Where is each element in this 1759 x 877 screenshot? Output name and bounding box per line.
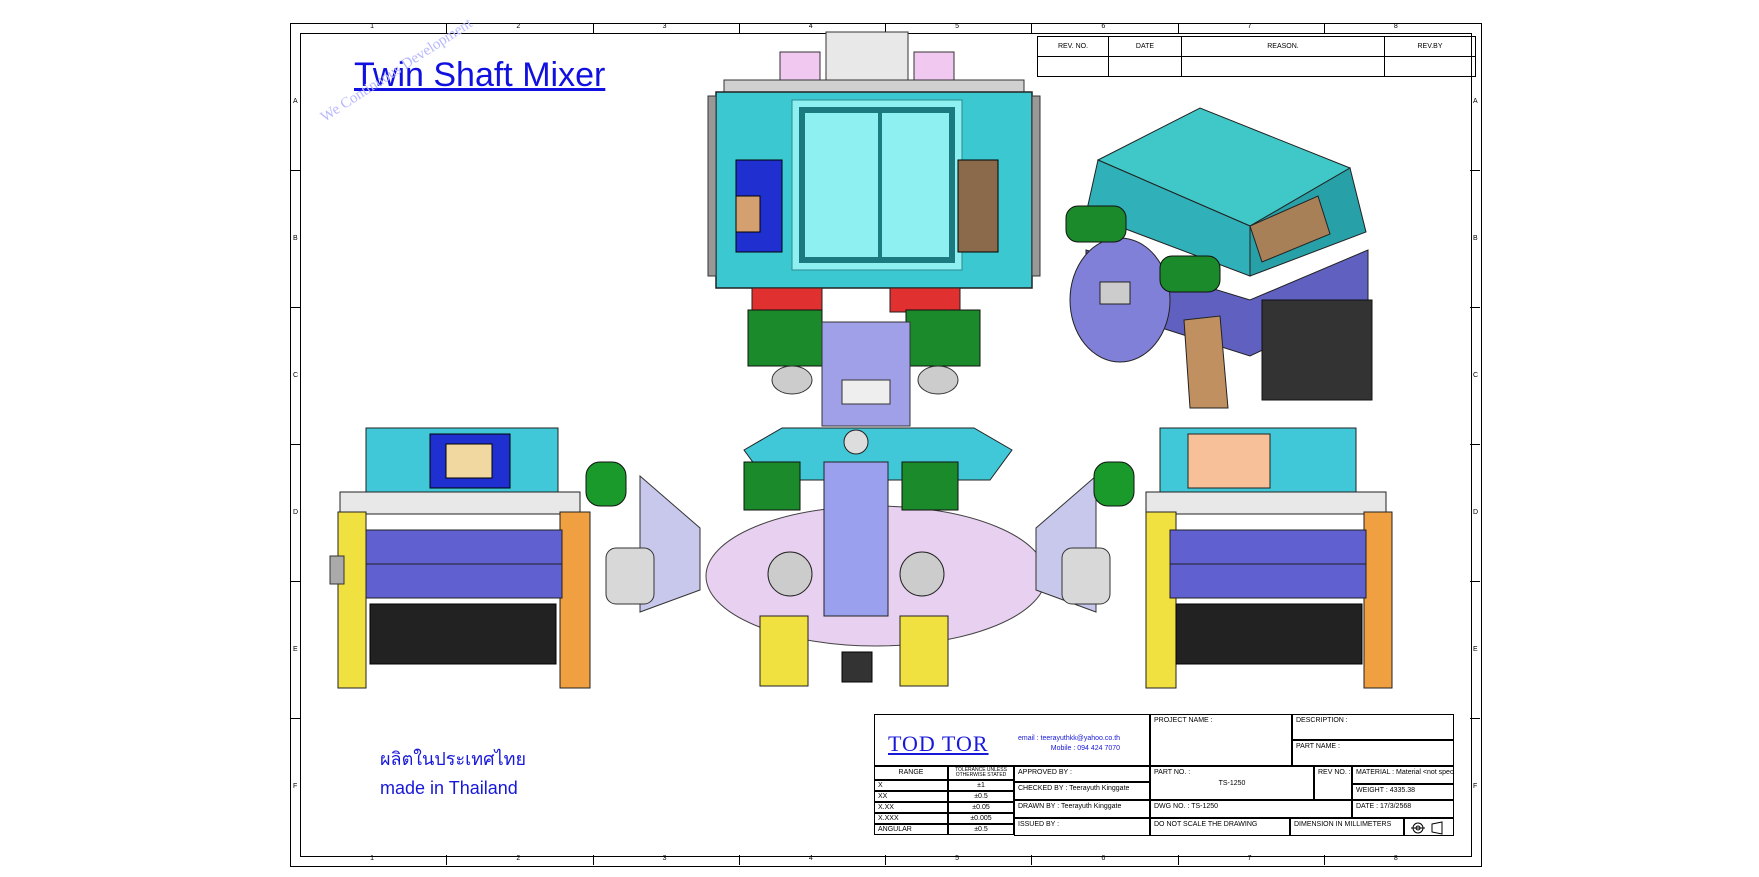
zone-column-label: 2	[516, 855, 521, 862]
tolerance-range: ANGULAR	[874, 824, 948, 835]
drawing-title: Twin Shaft Mixer	[354, 56, 606, 94]
dwg-no: DWG NO. : TS-1250	[1150, 800, 1352, 818]
zone-tick	[446, 855, 448, 865]
zone-row-label: E	[1473, 645, 1478, 653]
tolerance-value: ±1	[948, 780, 1014, 791]
zone-row-label: F	[293, 782, 298, 790]
zone-tick	[738, 23, 740, 33]
zone-column-label: 3	[662, 23, 667, 30]
zone-column-label: 8	[1393, 23, 1398, 30]
zone-column-label: 3	[662, 855, 667, 862]
zone-tick	[592, 855, 594, 865]
zone-tick	[446, 23, 448, 33]
zone-tick	[1177, 23, 1179, 33]
zone-tick	[1031, 855, 1033, 865]
weight: WEIGHT : 4335.38	[1352, 784, 1454, 800]
zone-tick	[290, 444, 300, 445]
zone-tick	[1031, 23, 1033, 33]
zone-row-label: D	[1473, 508, 1479, 516]
tolerance-value: ±0.005	[948, 813, 1014, 824]
zone-tick	[1470, 170, 1480, 171]
tolerance-range: XX	[874, 791, 948, 802]
zone-tick	[1323, 855, 1325, 865]
zone-tick	[1323, 23, 1325, 33]
tolerance-value: ±0.5	[948, 824, 1014, 835]
zone-column-label: 2	[516, 23, 521, 30]
part-no-value: TS-1250	[1218, 780, 1246, 787]
tolerance-range: X	[874, 780, 948, 791]
dimension-note: DIMENSION IN MILLIMETERS	[1290, 818, 1404, 836]
zone-row-label: B	[293, 234, 298, 242]
zone-column-label: 5	[955, 23, 960, 30]
company-mobile: Mobile : 094 424 7070	[1050, 745, 1121, 752]
zone-column-label: 4	[808, 23, 813, 30]
issued-by: ISSUED BY :	[1014, 818, 1150, 836]
zone-tick	[1470, 718, 1480, 719]
zone-column-label: 1	[370, 23, 375, 30]
do-not-scale-note: DO NOT SCALE THE DRAWING	[1150, 818, 1290, 836]
zone-row-label: C	[293, 371, 299, 379]
zone-tick	[592, 23, 594, 33]
material: MATERIAL : Material <not specified>	[1352, 766, 1454, 784]
company-name: TOD TOR	[888, 731, 989, 756]
zone-column-label: 1	[370, 855, 375, 862]
zone-row-label: C	[1473, 371, 1479, 379]
company-contact: email : teerayuthkk@yahoo.co.th Mobile :…	[1018, 734, 1120, 754]
zone-tick	[738, 855, 740, 865]
zone-tick	[1470, 307, 1480, 308]
zone-column-label: 4	[808, 855, 813, 862]
zone-tick	[290, 718, 300, 719]
rev-reason-header: REASON.	[1181, 36, 1385, 57]
zone-tick	[885, 855, 886, 865]
date: DATE : 17/3/2568	[1352, 800, 1454, 818]
zone-column-label: 5	[955, 855, 960, 862]
rev-no-label: REV NO. :	[1314, 766, 1352, 800]
rev-no-header: REV. NO.	[1037, 36, 1109, 57]
zone-row-label: E	[293, 645, 298, 653]
zone-tick	[290, 170, 300, 171]
zone-row-label: A	[1473, 97, 1478, 105]
part-name-label: PART NAME :	[1292, 740, 1454, 766]
zone-column-label: 7	[1247, 855, 1252, 862]
zone-row-label: B	[1473, 234, 1478, 242]
zone-tick	[1470, 581, 1480, 582]
tolerance-range: X.XX	[874, 802, 948, 813]
approved-by: APPROVED BY :	[1014, 766, 1150, 782]
tolerance-value: ±0.5	[948, 791, 1014, 802]
zone-column-label: 6	[1101, 23, 1106, 30]
zone-tick	[1177, 855, 1179, 865]
project-name-label: PROJECT NAME :	[1150, 714, 1292, 766]
zone-tick	[290, 581, 300, 582]
thai-made-text: ผลิตในประเทศไทย	[380, 749, 527, 769]
zone-column-label: 6	[1101, 855, 1106, 862]
zone-column-label: 7	[1247, 23, 1252, 30]
checked-by: CHECKED BY : Teerayuth Kinggate	[1014, 782, 1150, 800]
range-header: RANGE	[874, 766, 948, 780]
company-email: email : teerayuthkk@yahoo.co.th	[1018, 735, 1121, 742]
zone-row-label: A	[293, 97, 298, 105]
part-no-cell: PART NO. : TS-1250	[1150, 766, 1314, 800]
zone-column-label: 8	[1393, 855, 1398, 862]
revision-table: REV. NO. DATE REASON. REV.BY	[1037, 36, 1476, 77]
rev-by-header: REV.BY	[1384, 36, 1476, 57]
rev-date-header: DATE	[1108, 36, 1182, 57]
projection-symbol-icon	[1404, 818, 1454, 836]
zone-row-label: D	[293, 508, 299, 516]
zone-tick	[1470, 444, 1480, 445]
description-label: DESCRIPTION :	[1292, 714, 1454, 740]
zone-row-label: F	[1473, 782, 1478, 790]
drawn-by: DRAWN BY : Teerayuth Kinggate	[1014, 800, 1150, 818]
made-in-thailand-text: made in Thailand	[380, 778, 518, 798]
zone-tick	[290, 307, 300, 308]
zone-tick	[885, 23, 886, 33]
tolerance-header: TOLERANCE UNLESS OTHERWISE STATED	[948, 766, 1014, 780]
part-no-label: PART NO. :	[1154, 769, 1191, 776]
tolerance-range: X.XXX	[874, 813, 948, 824]
tolerance-value: ±0.05	[948, 802, 1014, 813]
